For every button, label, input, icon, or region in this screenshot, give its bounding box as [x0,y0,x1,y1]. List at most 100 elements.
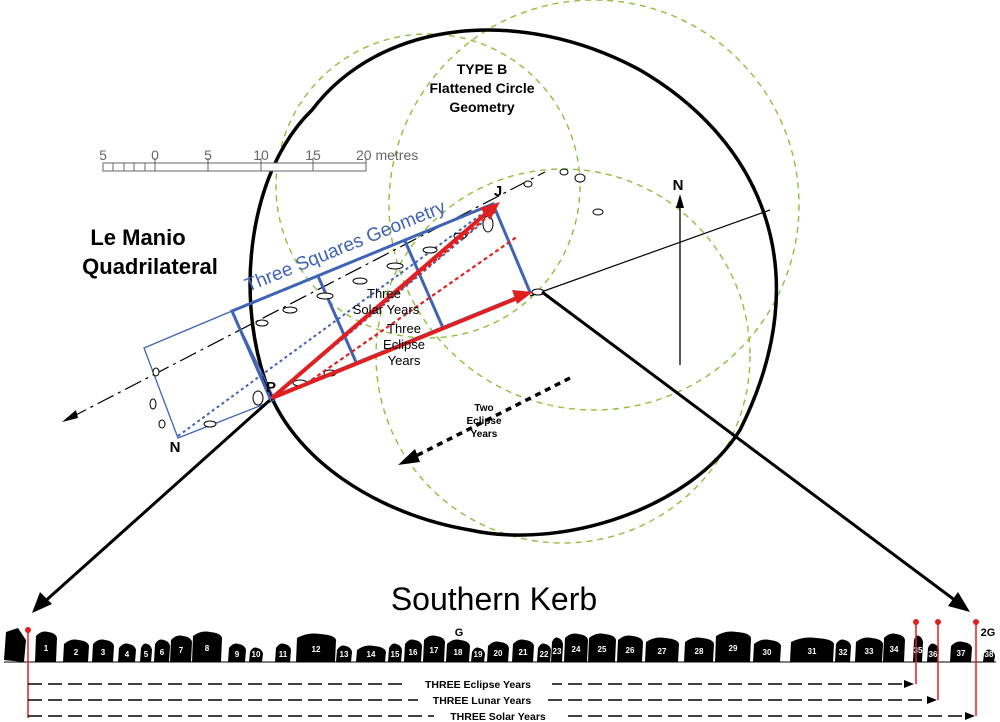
kerb-stone-number: 29 [729,644,738,653]
red-marker-lunar-dot [935,619,941,625]
kerb-stone [336,645,352,662]
kerb-stone-number: 5 [144,650,149,659]
green-circle-upper [275,33,581,339]
red-dotted-lines [277,207,519,393]
kerb-stone-number: 30 [763,648,772,657]
kerb-stone-number: 19 [474,650,483,659]
scale-label: 5 [204,147,212,163]
kerb-stone-number: 38 [985,650,994,659]
scale-label: 10 [253,147,269,163]
measure-solar-bg [434,710,562,722]
site-name-line-1: Le Manio [90,225,185,250]
stone-outline [149,398,157,410]
axis-line-dashed [69,171,546,419]
kerb-stone-number: 18 [454,648,463,657]
kerb-stone [192,631,222,662]
kerb-stone-number: 20 [494,649,503,658]
two-eclipse-years-label: Two Eclipse Years [466,403,501,440]
two-eclipse-line-3: Years [471,429,498,440]
kerb-stone [537,643,551,662]
label-point-p: P [266,379,276,396]
kerb-stone [170,635,192,662]
zoom-arrowhead-left [32,592,52,613]
three-solar-line-1: Three [367,286,401,301]
scale-bar-body [102,162,367,172]
kerb-stone-number: 37 [957,649,966,658]
kerb-stone-number: 36 [929,650,938,659]
title-block: TYPE B Flattened Circle Geometry [429,61,534,115]
scale-label: 5 [99,147,107,163]
kerb-stone-number: 16 [409,648,418,657]
kerb-stone-number: 13 [340,650,349,659]
kerb-stone-number: 1 [44,644,49,653]
kerb-stone [588,633,616,662]
title-line-1: TYPE B [457,61,508,77]
kerb-title: Southern Kerb [391,581,597,617]
kerb-marker-g: G [455,627,464,639]
two-eclipse-line-1: Two [474,403,493,414]
measure-lunar-arrowhead [927,696,937,704]
three-eclipse-line-2: Eclipse [383,337,425,352]
kerb-stone-number: 28 [695,647,704,656]
kerb-stone [645,637,679,662]
red-arrowhead-solar [480,202,500,220]
kerb-stone [753,639,781,662]
zoom-arrows [32,290,970,613]
kerb-stone-edge [4,628,26,662]
stone-outline [352,277,368,285]
kerb-stone [249,647,263,662]
kerb-stone-number: 3 [101,648,106,657]
three-solar-line-2: Solar Years [353,302,420,317]
kerb-stone-number: 6 [160,648,165,657]
green-circle-lower [375,168,751,544]
stone-outline [158,419,166,429]
three-solar-years-label: Three Solar Years [353,286,420,317]
kerb-stone [564,633,588,662]
kerb-stone-number: 9 [235,650,240,659]
kerb-stone [63,639,89,662]
kerb-stone [118,643,136,662]
kerb-stone-number: 35 [914,646,923,655]
kerb-stone [617,635,643,662]
three-eclipse-line-1: Three [387,321,421,336]
red-dotted-lower [299,235,519,389]
kerb-stone-number: 31 [808,647,817,656]
kerb-stone [950,641,972,662]
kerb-stone [275,643,291,662]
north-arrowhead [676,194,684,208]
kerb-stone [790,637,834,662]
stone-outline [523,180,533,188]
kerb-stone-number: 11 [279,650,288,659]
north-arrow: N [673,177,684,365]
kerb-stone-number: 22 [540,650,549,659]
three-squares-label: Three Squares Geometry [242,197,449,297]
measure-solar-label: THREE Solar Years [450,711,546,722]
kerb-stone-number: 2 [74,648,79,657]
kerb-stone [446,639,470,662]
zoom-arrow-left [40,398,272,606]
kerb-stone [551,637,563,662]
red-arrowhead-eclipse [512,290,533,304]
stone-outline [422,246,438,254]
kerb-stone-number: 15 [391,650,400,659]
kerb-stone [883,633,905,662]
kerb-stone-number: 23 [553,647,562,656]
flattened-circle-outline [248,28,779,537]
kerb-stone [140,643,152,662]
kerb-stone [154,639,170,662]
measure-solar-arrowhead [965,712,975,720]
kerb-stone-number: 32 [839,648,848,657]
scale-label: 0 [151,147,159,163]
two-eclipse-line-2: Eclipse [466,416,501,427]
axis-line-solid [529,209,771,297]
stone-outline [282,306,298,314]
red-marker-eclipse-dot [913,619,919,625]
kerb-stone-number: 7 [179,646,184,655]
three-eclipse-line-3: Years [388,353,421,368]
title-line-3: Geometry [449,99,515,115]
axis-arrowhead [62,410,78,422]
kerb-stone [92,639,114,662]
stone-outline [203,420,217,428]
kerb-stone [228,643,246,662]
kerb-stone [423,635,445,662]
